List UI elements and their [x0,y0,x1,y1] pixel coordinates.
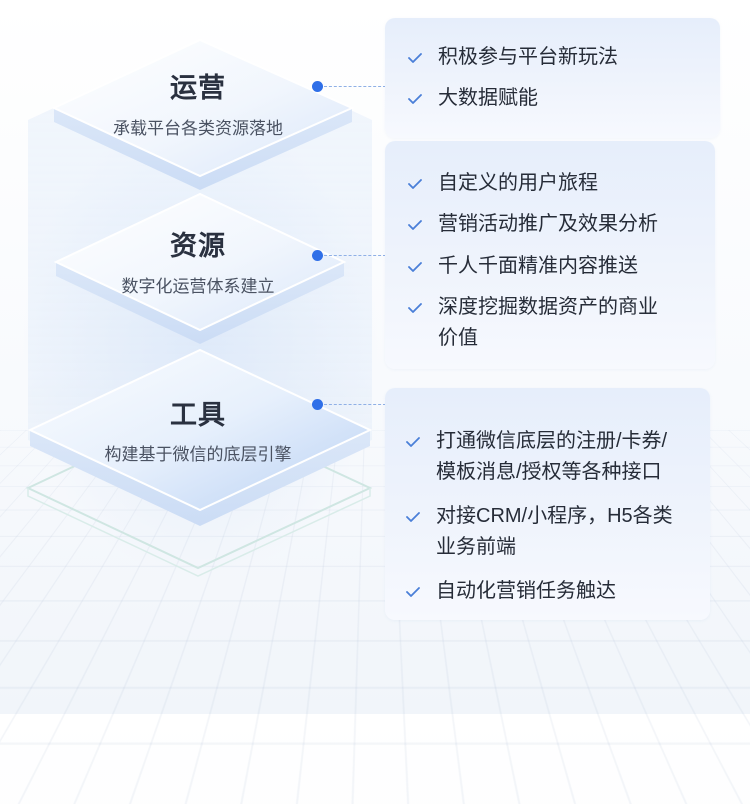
feature-item-text: 千人千面精准内容推送 [438,255,638,277]
check-icon [402,426,424,457]
layer-tools-shape [27,348,373,526]
list-item: 大数据赋能 [404,83,538,114]
layer-subtitle-operations: 承载平台各类资源落地 [113,119,283,138]
check-icon [402,501,424,532]
check-icon [404,83,426,114]
feature-item-text: 打通微信底层的注册/卡券/ 模板消息/授权等各种接口 [436,430,668,483]
list-item: 自动化营销任务触达 [402,576,616,607]
layer-operations-shape [51,38,355,190]
list-item: 打通微信底层的注册/卡券/ 模板消息/授权等各种接口 [402,426,667,488]
layer-stack [25,38,373,577]
feature-item-text: 对接CRM/小程序，H5各类 业务前端 [436,505,673,558]
check-icon [404,209,426,240]
layer-resources-shape [53,192,347,344]
list-item: 对接CRM/小程序，H5各类 业务前端 [402,501,673,563]
list-item: 自定义的用户旅程 [404,168,598,199]
connector-line-resources [324,255,386,256]
layer-subtitle-tools: 构建基于微信的底层引擎 [104,445,292,464]
check-icon [404,42,426,73]
layer-title-resources: 资源 [170,231,226,261]
feature-item-text: 大数据赋能 [438,87,538,109]
check-icon [404,251,426,282]
connector-dot-tools [312,399,323,410]
feature-item-text: 自定义的用户旅程 [438,172,598,194]
connector-line-operations [324,86,386,87]
feature-item-text: 深度挖掘数据资产的商业 价值 [438,296,658,349]
layer-subtitle-resources: 数字化运营体系建立 [121,277,275,296]
layer-title-operations: 运营 [170,73,226,103]
list-item: 深度挖掘数据资产的商业 价值 [404,292,658,354]
feature-item-text: 营销活动推广及效果分析 [438,213,658,235]
feature-panel-operations [385,18,720,138]
feature-item-text: 积极参与平台新玩法 [438,46,618,68]
layer-title-tools: 工具 [170,400,226,430]
connector-line-tools [324,404,386,405]
check-icon [404,292,426,323]
check-icon [402,576,424,607]
list-item: 积极参与平台新玩法 [404,42,618,73]
feature-panel-resources [385,141,715,369]
base-outline-side [27,488,371,577]
connector-dot-operations [312,81,323,92]
check-icon [404,168,426,199]
feature-panel-tools [385,388,710,620]
feature-item-text: 自动化营销任务触达 [436,580,616,602]
connector-dot-resources [312,250,323,261]
list-item: 营销活动推广及效果分析 [404,209,658,240]
list-item: 千人千面精准内容推送 [404,251,638,282]
